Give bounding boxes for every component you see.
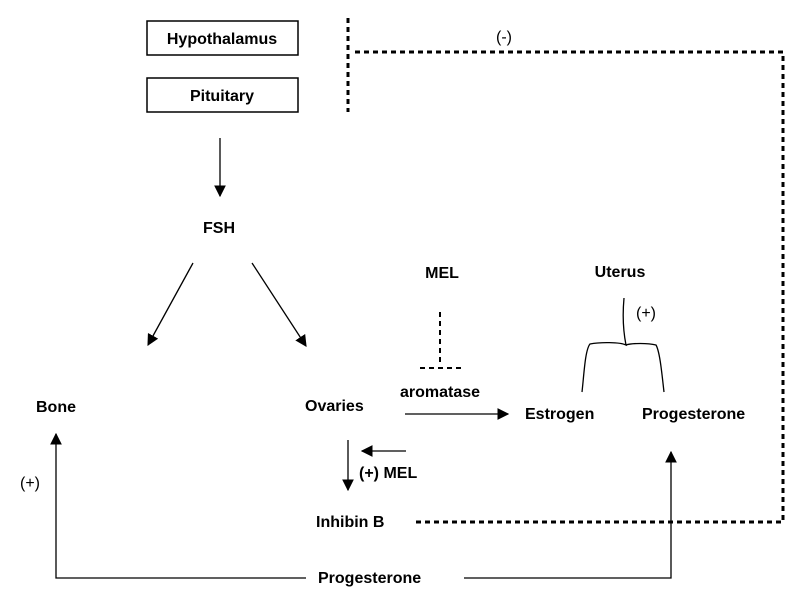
progesterone-bottom-label: Progesterone: [318, 570, 421, 587]
bone-positive-sign: (+): [20, 475, 40, 492]
fsh-to-bone-arrow: [147, 262, 194, 347]
pituitary-label: Pituitary: [190, 88, 254, 105]
hypothalamus-box: [146, 20, 299, 56]
uterus-positive-sign: (+): [636, 305, 656, 322]
mel-plus-label: (+) MEL: [359, 465, 417, 482]
uterus-label: Uterus: [595, 264, 646, 281]
uterus-bracket-left: [581, 297, 627, 393]
pituitary-box: [146, 77, 299, 113]
ovaries-label: Ovaries: [305, 398, 364, 415]
bone-label: Bone: [36, 399, 76, 416]
progesterone-to-bone-arrow: [50, 432, 306, 579]
fsh-label: FSH: [203, 220, 235, 237]
inhibin-feedback-loop: [353, 50, 785, 524]
hypothalamus-label: Hypothalamus: [167, 31, 277, 48]
progesterone-right-label: Progesterone: [642, 406, 745, 423]
inhibin-b-label: Inhibin B: [316, 514, 384, 531]
estrogen-label: Estrogen: [525, 406, 594, 423]
progesterone-to-progesterone-arrow: [464, 450, 677, 579]
mel-label: MEL: [425, 265, 459, 282]
fsh-to-ovaries-arrow: [251, 262, 307, 347]
negative-feedback-sign: (-): [496, 29, 512, 46]
aromatase-label: aromatase: [400, 384, 480, 401]
uterus-bracket-right: [625, 342, 665, 393]
